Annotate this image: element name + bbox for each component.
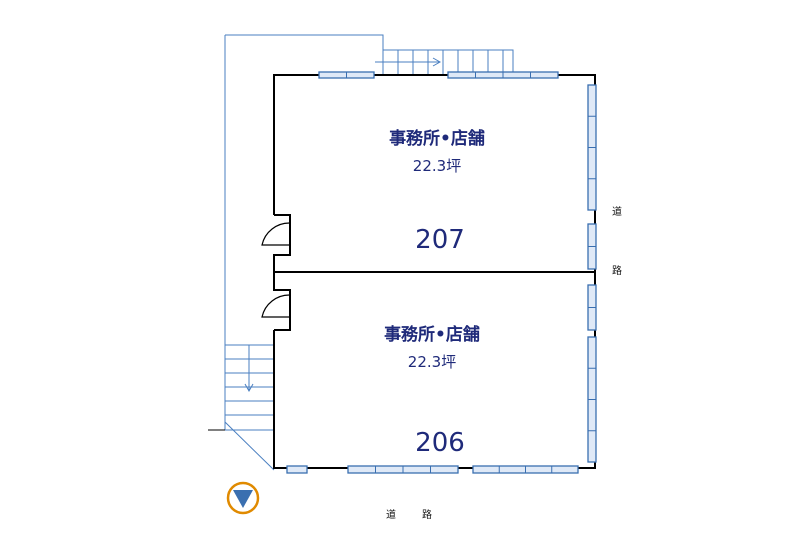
building-walls <box>273 74 596 469</box>
door-206 <box>261 294 291 318</box>
unit-207-use: 事務所•店舗 <box>389 129 485 149</box>
door-207 <box>261 222 291 246</box>
south-road-label-char1: 道 <box>386 510 396 521</box>
left-staircase <box>224 344 275 431</box>
window-7 <box>286 465 308 474</box>
windows <box>286 71 597 474</box>
corridor-outline <box>224 34 384 471</box>
unit-206-use: 事務所•店舗 <box>384 325 480 345</box>
east-road-label-char2: 路 <box>612 266 622 277</box>
unit-207-area: 22.3坪 <box>412 157 462 175</box>
unit-207-number: 207 <box>415 225 465 255</box>
south-road-label-char2: 路 <box>422 510 432 521</box>
east-road-label-char1: 道 <box>612 207 622 218</box>
top-staircase <box>375 49 514 76</box>
unit-206-number: 206 <box>415 428 465 458</box>
north-arrow-icon <box>226 481 260 515</box>
unit-206-area: 22.3坪 <box>407 353 457 371</box>
